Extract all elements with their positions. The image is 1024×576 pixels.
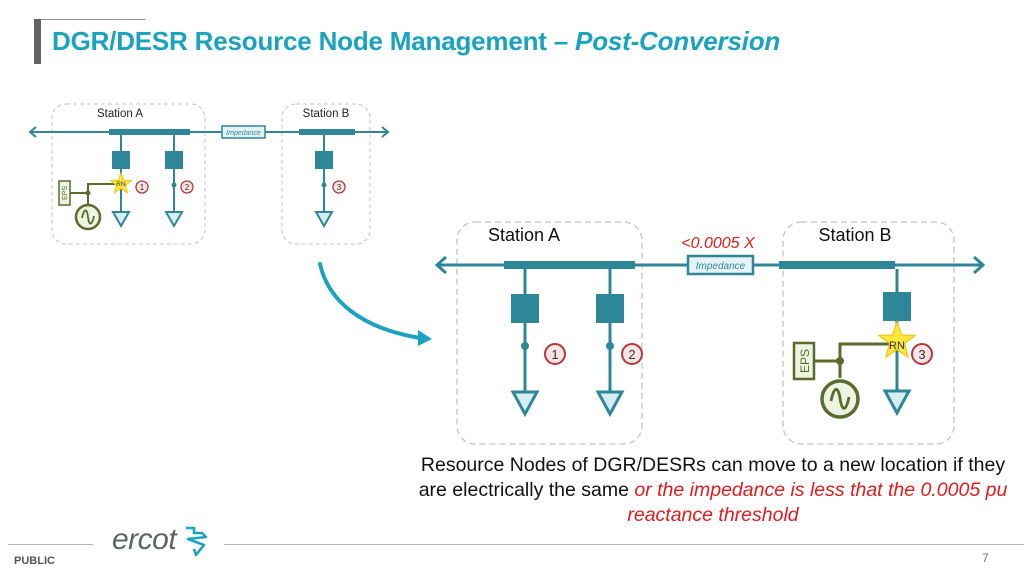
arrow-right-icon — [381, 126, 390, 138]
sine-wave-icon — [829, 387, 851, 410]
node-number-2: 2 — [628, 347, 635, 362]
breaker-3 — [315, 151, 333, 169]
generator-connection — [838, 342, 897, 378]
footer-rule-left — [8, 544, 93, 545]
station-a-boundary — [51, 103, 206, 245]
node-badge-3 — [911, 343, 933, 365]
sine-wave-icon — [81, 209, 95, 225]
curved-arrow-icon — [318, 262, 422, 340]
resource-node-star-icon — [109, 171, 133, 194]
node-badge-3 — [332, 180, 346, 194]
load-3-icon — [314, 211, 334, 229]
impedance-label: Impedance — [696, 261, 746, 272]
diagram-before: Station A Station B Impedance EPS RN — [28, 103, 390, 245]
node-2-dot — [171, 182, 177, 188]
logo-text: ercot — [112, 523, 177, 556]
texas-logo-icon — [186, 526, 208, 557]
bus-station-b — [299, 129, 355, 135]
transition-arrow — [318, 262, 432, 346]
node-number-3: 3 — [918, 347, 925, 362]
eps-label: EPS — [62, 186, 69, 200]
node-2-dot — [606, 342, 614, 350]
breaker-2 — [165, 151, 183, 169]
load-2-icon — [164, 211, 184, 229]
station-a-label: Station A — [97, 108, 143, 120]
generator-junction — [85, 190, 91, 196]
node-3-dot — [321, 182, 327, 188]
rn-label: RN — [889, 340, 905, 352]
page-title: DGR/DESR Resource Node Management – Post… — [52, 26, 780, 57]
arrow-left-icon — [28, 126, 37, 138]
node-1-dot — [521, 342, 529, 350]
load-1-icon — [111, 211, 131, 229]
title-accent-bar — [34, 19, 41, 64]
caption-emphasis: or the impedance is less that the 0.0005… — [627, 479, 1008, 526]
breaker-1 — [511, 294, 539, 323]
diagram-after: Station A Station B <0.0005 X Impedance … — [434, 221, 986, 445]
title-emphasis: Post-Conversion — [575, 26, 781, 56]
breaker-1 — [112, 151, 130, 169]
breaker-3 — [883, 292, 911, 321]
node-number-1: 1 — [551, 347, 558, 362]
generator-junction — [836, 357, 844, 365]
node-badge-1 — [544, 343, 566, 365]
node-badge-2 — [621, 343, 643, 365]
title-main: DGR/DESR Resource Node Management – — [52, 26, 576, 56]
caption-plain: Resource Nodes of DGR/DESRs can move to … — [418, 454, 1006, 501]
page-number: 7 — [982, 551, 989, 565]
load-1-icon — [510, 390, 540, 418]
footer-rule-right — [224, 544, 1024, 545]
eps-label: EPS — [798, 349, 812, 373]
load-2-icon — [595, 390, 625, 418]
generator-connection — [87, 183, 121, 211]
title-top-rule — [41, 19, 145, 20]
classification-label: PUBLIC — [14, 555, 55, 567]
impedance-box — [686, 254, 755, 276]
station-b-label: Station B — [818, 225, 891, 245]
node-badge-1 — [135, 180, 149, 194]
station-b-label: Station B — [303, 108, 350, 120]
station-a-boundary — [456, 221, 643, 445]
bus-station-b — [779, 261, 895, 269]
impedance-label: Impedance — [226, 130, 261, 137]
curved-arrow-head — [418, 330, 432, 346]
threshold-label: <0.0005 X — [681, 235, 756, 252]
arrow-left-icon — [434, 255, 447, 275]
ercot-logo: ercot — [112, 523, 208, 557]
bus-station-a — [109, 129, 190, 135]
eps-box — [792, 341, 816, 381]
station-b-boundary — [281, 103, 371, 245]
caption: Resource Nodes of DGR/DESRs can move to … — [410, 453, 1016, 528]
resource-node-star-icon — [877, 320, 917, 359]
node-number-2: 2 — [185, 183, 190, 192]
bus-station-a — [504, 261, 635, 269]
node-badge-2 — [180, 180, 194, 194]
eps-box — [58, 180, 71, 206]
breaker-2 — [596, 294, 624, 323]
impedance-box — [221, 125, 266, 139]
arrow-right-icon — [973, 255, 986, 275]
node-number-1: 1 — [140, 183, 145, 192]
load-3-icon — [882, 389, 912, 417]
station-b-boundary — [782, 221, 955, 445]
rn-label: RN — [116, 181, 126, 188]
station-a-label: Station A — [488, 225, 560, 245]
node-number-3: 3 — [337, 183, 342, 192]
